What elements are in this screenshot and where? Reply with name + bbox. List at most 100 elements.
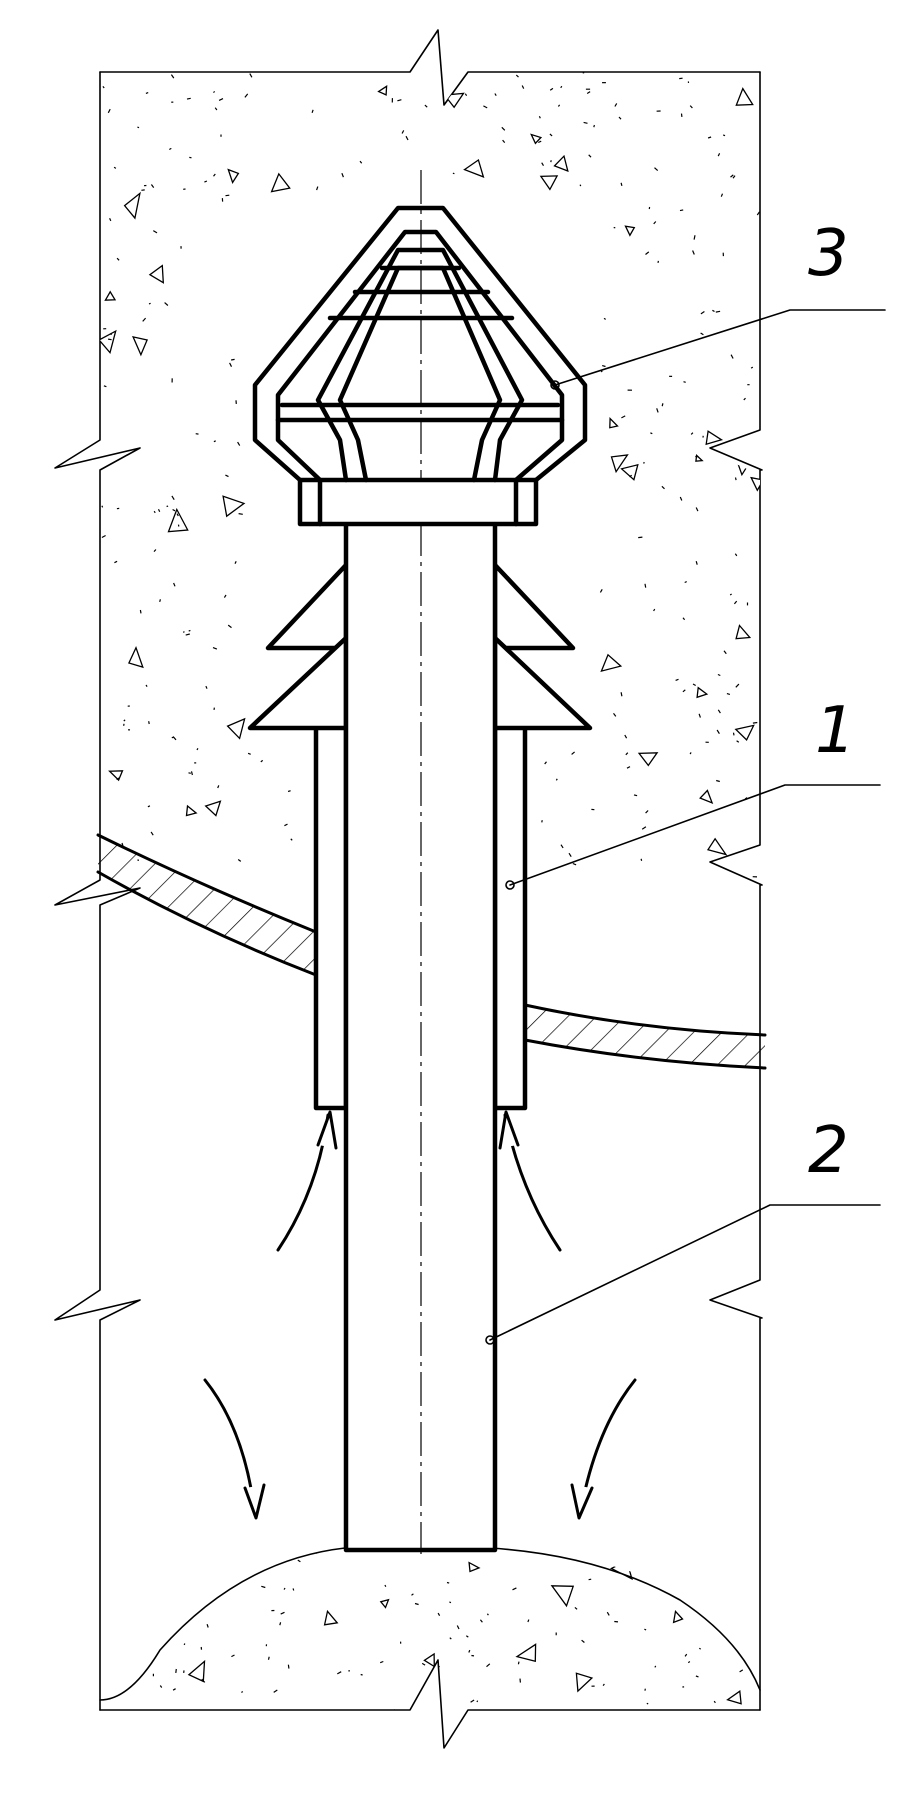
- aggregate-grain: [549, 87, 554, 91]
- aggregate-grain: [653, 608, 656, 612]
- aggregate-grain: [172, 736, 177, 741]
- aggregate-stone: [377, 85, 388, 96]
- callout-1: 1: [815, 694, 856, 768]
- aggregate-grain: [186, 97, 191, 100]
- aggregate-grain: [599, 588, 603, 593]
- aggregate-grain: [150, 831, 154, 836]
- aggregate-grain: [173, 582, 176, 587]
- aggregate-stone: [706, 837, 728, 856]
- aggregate-grain: [602, 1683, 605, 1686]
- aggregate-grain: [723, 650, 727, 655]
- aggregate-grain: [733, 600, 738, 605]
- aggregate-grain: [732, 732, 735, 736]
- aggregate-grain: [260, 759, 264, 763]
- aggregate-grain: [602, 365, 606, 368]
- aggregate-grain: [121, 842, 124, 846]
- aggregate-grain: [716, 729, 720, 735]
- aggregate-grain: [729, 593, 732, 596]
- aggregate-stone: [735, 87, 754, 106]
- aggregate-grain: [734, 553, 738, 557]
- aggregate-grain: [707, 136, 712, 139]
- aggregate-grain: [557, 104, 561, 107]
- aggregate-grain: [237, 441, 241, 446]
- aggregate-grain: [700, 332, 704, 336]
- aggregate-grain: [247, 752, 251, 755]
- aggregate-grain: [123, 719, 126, 722]
- aggregate-grain: [102, 86, 105, 89]
- aggregate-grain: [103, 385, 107, 388]
- aggregate-grain: [486, 1613, 489, 1616]
- aggregate-grain: [101, 505, 104, 508]
- aggregate-stone: [672, 1609, 684, 1624]
- aggregate-grain: [190, 771, 193, 776]
- aggregate-grain: [654, 1665, 657, 1668]
- aggregate-grain: [464, 93, 468, 97]
- callouts: 3 1 2: [808, 217, 856, 1188]
- aggregate-grain: [527, 1619, 530, 1623]
- aggregate-grain: [494, 93, 497, 97]
- aggregate-grain: [730, 354, 734, 359]
- aggregate-grain: [414, 1602, 419, 1606]
- aggregate-grain: [214, 107, 218, 111]
- aggregate-grain: [191, 1598, 195, 1603]
- aggregate-grain: [267, 1656, 270, 1660]
- aggregate-grain: [620, 182, 623, 187]
- aggregate-grain: [603, 317, 607, 320]
- aggregate-grain: [624, 734, 628, 739]
- aggregate-grain: [538, 116, 541, 119]
- aggregate-stone: [222, 495, 246, 518]
- aggregate-stone: [734, 724, 755, 741]
- aggregate-grain: [169, 147, 172, 151]
- aggregate-grain: [290, 838, 293, 841]
- aggregate-grain: [273, 1689, 278, 1693]
- aggregate-grain: [223, 594, 227, 598]
- aggregate-grain: [183, 631, 185, 633]
- aggregate-stone: [610, 454, 629, 474]
- aggregate-grain: [641, 826, 647, 830]
- aggregate-grain: [397, 99, 402, 102]
- aggregate-grain: [456, 1625, 460, 1630]
- aggregate-grain: [183, 1643, 186, 1646]
- aggregate-grain: [280, 1611, 285, 1615]
- aggregate-grain: [625, 752, 629, 756]
- aggregate-grain: [279, 1622, 282, 1626]
- aggregate-grain: [446, 1581, 450, 1584]
- aggregate-grain: [225, 194, 230, 197]
- aggregate-grain: [196, 748, 199, 751]
- aggregate-grain: [316, 186, 319, 191]
- aggregate-grain: [108, 1627, 112, 1630]
- aggregate-grain: [568, 852, 572, 858]
- aggregate-grain: [159, 1685, 163, 1688]
- aggregate-grain: [629, 474, 633, 478]
- aggregate-grain: [501, 126, 506, 131]
- aggregate-grain: [287, 1664, 290, 1669]
- aggregate-grain: [521, 85, 525, 89]
- aggregate-stone: [98, 329, 117, 355]
- aggregate-stone: [575, 1672, 594, 1693]
- aggregate-grain: [640, 858, 643, 861]
- aggregate-grain: [152, 230, 158, 234]
- callout-2: 2: [808, 1114, 849, 1188]
- aggregate-grain: [153, 549, 157, 553]
- aggregate-grain: [730, 174, 734, 178]
- aggregate-grain: [283, 1587, 286, 1590]
- aggregate-stone: [609, 416, 619, 429]
- aggregate-grain: [574, 1606, 578, 1610]
- aggregate-grain: [213, 90, 216, 94]
- aggregate-grain: [205, 685, 208, 689]
- aggregate-grain: [638, 536, 643, 539]
- aggregate-grain: [238, 513, 243, 515]
- aggregate-grain: [715, 310, 721, 313]
- aggregate-grain: [171, 495, 175, 501]
- aggregate-stone: [553, 154, 569, 173]
- aggregate-grain: [212, 647, 218, 650]
- aggregate-grain: [695, 1563, 698, 1566]
- aggregate-grain: [379, 1660, 384, 1664]
- aggregate-grain: [176, 513, 179, 517]
- aggregate-grain: [101, 534, 106, 539]
- aggregate-stone: [726, 1690, 742, 1705]
- aggregate-grain: [449, 1637, 452, 1640]
- aggregate-grain: [588, 154, 592, 158]
- aggregate-stone: [699, 789, 714, 804]
- aggregate-grain: [650, 432, 653, 435]
